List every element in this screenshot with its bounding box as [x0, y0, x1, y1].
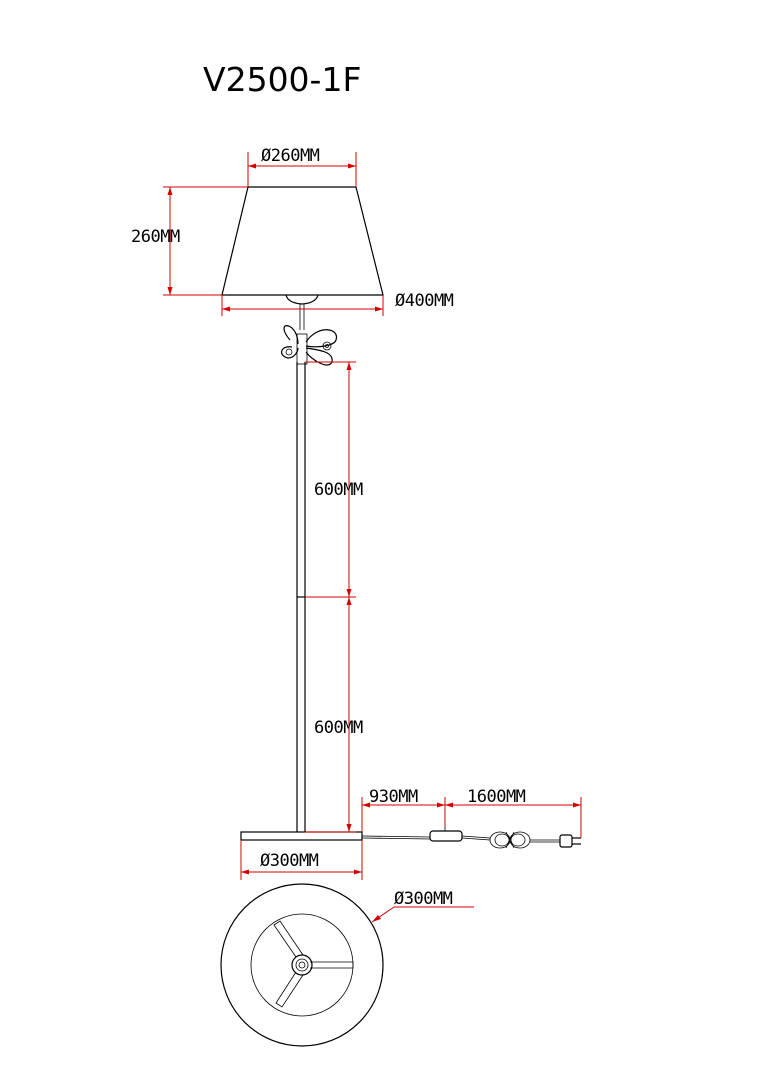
label-shade-height: 260MM	[131, 227, 180, 247]
dimension-shade-height: 260MM	[131, 186, 248, 296]
label-shade-top-diameter: Ø260MM	[261, 146, 320, 166]
dimension-upper-pole: 600MM	[305, 361, 363, 598]
dimension-lower-pole: 600MM	[305, 597, 363, 833]
dimension-shade-bottom: Ø400MM	[221, 291, 454, 316]
foot-switch	[429, 830, 463, 842]
model-title: V2500-1F	[203, 60, 361, 99]
butterfly-ornament	[281, 325, 337, 366]
lamp-base-side	[240, 831, 363, 841]
lamp-pole	[296, 362, 306, 832]
label-base-side-diameter: Ø300MM	[260, 851, 319, 871]
power-cord	[361, 826, 581, 849]
lamp-shade	[221, 186, 384, 296]
label-switch-to-plug: 1600MM	[467, 787, 526, 807]
coiled-cord	[489, 831, 531, 849]
label-lower-pole: 600MM	[314, 718, 363, 738]
plug	[559, 834, 581, 848]
dimension-base-side: Ø300MM	[240, 840, 363, 880]
dimension-cord-to-switch: 930MM	[361, 787, 446, 832]
label-base-bottom-diameter: Ø300MM	[394, 889, 453, 909]
bulb-socket	[285, 294, 319, 330]
label-cord-to-switch: 930MM	[369, 787, 418, 807]
dimension-base-bottom: Ø300MM	[371, 889, 474, 923]
label-upper-pole: 600MM	[314, 480, 363, 500]
lamp-base-bottom-view	[220, 883, 384, 1047]
label-shade-bottom-diameter: Ø400MM	[395, 291, 454, 311]
dimension-switch-to-plug: 1600MM	[445, 787, 582, 838]
dimension-shade-top: Ø260MM	[247, 146, 357, 187]
